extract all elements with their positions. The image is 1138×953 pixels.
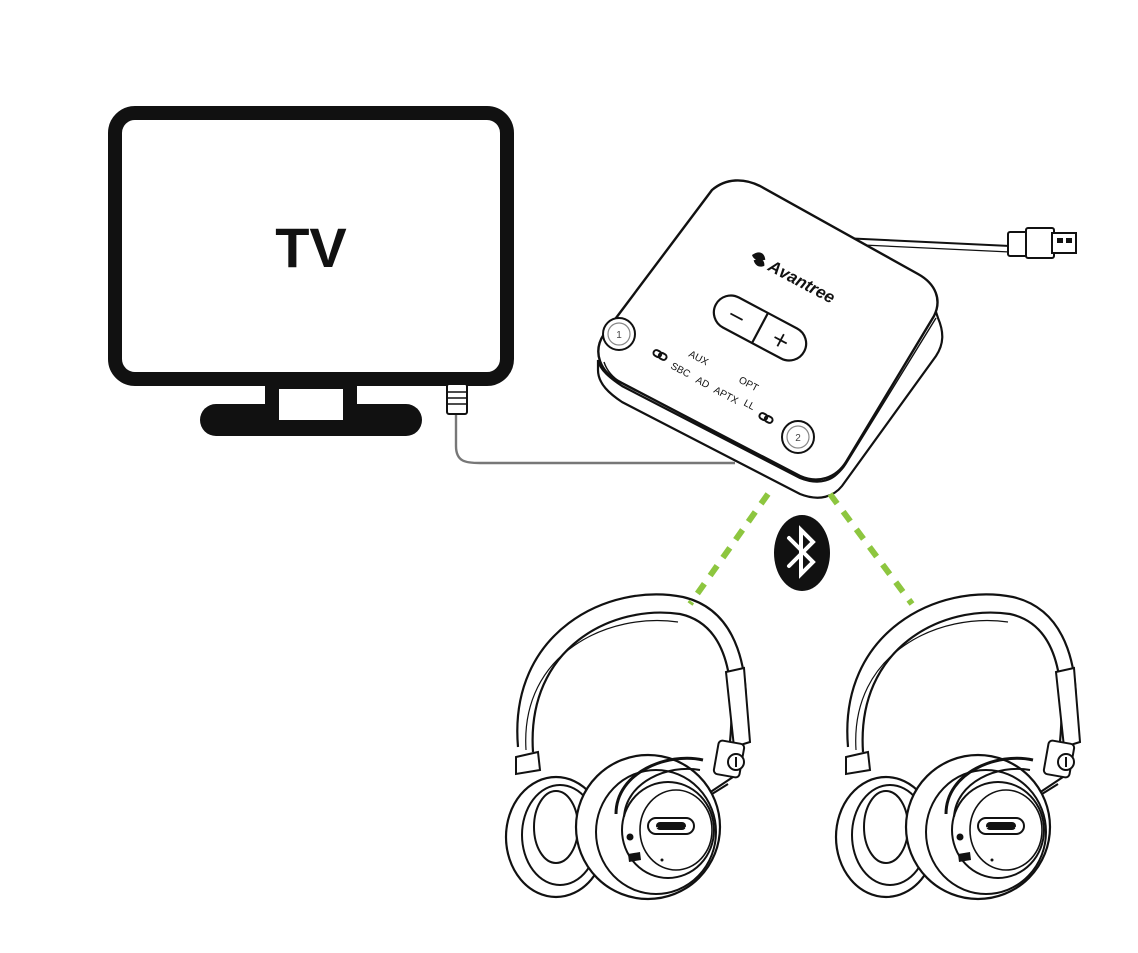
usb-connector [1051, 232, 1077, 254]
tv: TV [108, 106, 514, 436]
pair-button-1[interactable]: 1 [602, 317, 636, 351]
tv-stand-cutout [279, 392, 343, 420]
bluetooth-signal-lines [687, 492, 915, 606]
headphone-2 [834, 592, 1082, 901]
signal-line-right [827, 492, 915, 606]
bluetooth-badge [774, 515, 830, 591]
mode-label-ll: LL [742, 398, 757, 413]
signal-line-left [687, 492, 771, 606]
link-icon [758, 412, 774, 424]
headphones-icon [834, 592, 1082, 901]
volume-buttons[interactable]: − + [708, 290, 812, 367]
link-icon [652, 349, 668, 361]
pair-button-2-label: 2 [795, 433, 801, 444]
headphone-1 [504, 592, 752, 901]
audio-cable [446, 383, 735, 465]
bluetooth-icon [787, 525, 816, 579]
pair-button-1-label: 1 [616, 330, 622, 341]
tv-label: TV [275, 216, 347, 279]
leaf-icon [752, 252, 766, 267]
tv-screen [108, 106, 514, 386]
usb-plug-head [1025, 227, 1055, 259]
pair-button-2[interactable]: 2 [781, 420, 815, 454]
headphones-icon [504, 592, 752, 901]
audio-jack-plug [446, 383, 468, 415]
transmitter: Avantree − + 1 2 [596, 179, 944, 499]
usb-power-cable [841, 227, 1077, 259]
